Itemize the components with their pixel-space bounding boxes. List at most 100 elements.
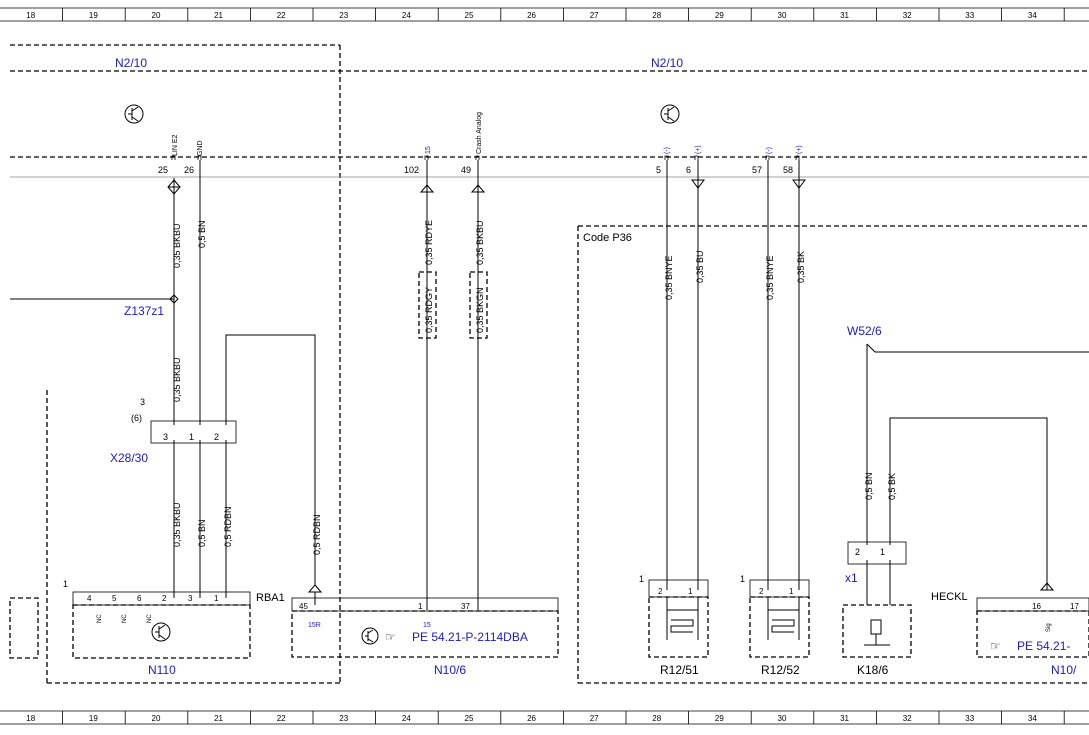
component-index: 1 (63, 579, 68, 589)
component-index: 1 (740, 574, 745, 584)
grid-column-label: 30 (778, 11, 787, 20)
grid-rulers (0, 7, 1089, 725)
grid-column-label: 33 (965, 11, 974, 20)
grid-column-label: 25 (465, 11, 474, 20)
connector-diamond-icon (167, 179, 323, 593)
grid-column-label: 18 (26, 714, 35, 723)
pin-sub: 15R (308, 622, 321, 629)
wires-middle (419, 160, 486, 610)
connector-x28-30[interactable] (150, 420, 237, 444)
component-label-r12-52[interactable]: R12/52 (761, 663, 800, 677)
wire-label: 0,35 BKBU (172, 502, 182, 547)
wires-right (666, 160, 1089, 605)
connector-label-x28-30[interactable]: X28/30 (110, 451, 148, 465)
grid-column-label: 21 (214, 11, 223, 20)
pin-nc: NC (122, 614, 128, 623)
heater-icon (666, 597, 699, 640)
component-label-n10-right[interactable]: N10/ (1051, 663, 1077, 677)
grid-column-label: 24 (402, 714, 411, 723)
code-label: Code P36 (583, 232, 632, 244)
component-n10-6[interactable] (291, 610, 559, 658)
pointing-hand-icon: ☞ (990, 639, 1001, 653)
module-boundary-n2-10 (10, 44, 1089, 684)
grid-column-label: 20 (152, 11, 161, 20)
connector-pin: 1 (189, 432, 194, 442)
component-label-n110[interactable]: N110 (148, 663, 176, 677)
component-index: 1 (639, 574, 644, 584)
connector-alt-count: (6) (131, 413, 142, 423)
component-label-r12-51[interactable]: R12/51 (660, 663, 699, 677)
wire-label: 0,5 BN (864, 472, 874, 500)
wire-label: 0,5 BK (887, 473, 897, 500)
connector-label-x1[interactable]: x1 (845, 571, 858, 585)
pin-label-15: 15 (425, 146, 432, 154)
pin: 5 (112, 594, 117, 603)
wire-sleeve (418, 271, 437, 339)
wires-left (10, 160, 316, 605)
component-n10-right[interactable] (976, 610, 1089, 658)
grid-column-label: 30 (778, 714, 787, 723)
reference-link[interactable]: PE 54.21-P-2114DBA (412, 630, 528, 644)
component-label-k18-6[interactable]: K18/6 (857, 663, 889, 677)
module-label-left[interactable]: N2/10 (115, 56, 147, 70)
wire-label: 0,35 BKBU (172, 223, 182, 268)
pin: 4 (87, 594, 92, 603)
component-n110[interactable] (72, 604, 251, 659)
grid-column-label: 26 (527, 714, 536, 723)
connector-pin: 2 (855, 547, 860, 557)
pin-nc: NC (147, 614, 153, 623)
heater-icon (767, 597, 800, 640)
connector-pin: 3 (163, 432, 168, 442)
grid-column-label: 25 (465, 714, 474, 723)
reference-link[interactable]: PE 54.21- (1017, 639, 1070, 653)
grid-column-label: 21 (214, 714, 223, 723)
connector-label-z137z1[interactable]: Z137z1 (124, 304, 164, 318)
grid-column-label: 31 (840, 11, 849, 20)
wire-label: 0,35 BNYE (765, 255, 775, 300)
pin: 45 (299, 602, 308, 611)
grid-column-label: 34 (1028, 11, 1037, 20)
component-r12-52[interactable] (749, 596, 810, 658)
module-label-right[interactable]: N2/10 (651, 56, 683, 70)
grid-column-label: 29 (715, 714, 724, 723)
grid-ruler-labels: 1818191920202121222223232424252526262727… (26, 8, 1065, 724)
grid-column-label: 22 (277, 11, 286, 20)
wire-label: 0,35 BKBU (475, 220, 485, 265)
connector-x1[interactable] (847, 541, 907, 565)
transistor-icon (660, 104, 680, 124)
pin-label-minus: (-) (664, 147, 671, 154)
pin-nc: NC (97, 614, 103, 623)
grid-column-label: 27 (590, 714, 599, 723)
wire-label: 0,35 RDGY (424, 287, 434, 333)
pin: 3 (188, 594, 193, 603)
pin-sig: Sig (1046, 623, 1052, 632)
connector-label-rba1: RBA1 (256, 592, 285, 604)
pin-label-minus: (-) (766, 147, 773, 154)
ground-label-w52-6[interactable]: W52/6 (847, 324, 882, 338)
grid-column-label: 28 (652, 714, 661, 723)
wire-label: 0,35 RDYE (424, 220, 434, 265)
component-k18-6[interactable] (842, 604, 912, 658)
component-label-n10-6[interactable]: N10/6 (434, 663, 466, 677)
wire-sleeve (469, 271, 488, 339)
wire-label: 0,5 BN (197, 519, 207, 547)
grid-column-label: 34 (1028, 714, 1037, 723)
grid-column-label: 26 (527, 11, 536, 20)
n10-6-header (291, 597, 559, 612)
pin-label-crash-analog: Crash Analog (476, 112, 483, 154)
grid-column-label: 24 (402, 11, 411, 20)
grid-column-label: 32 (903, 11, 912, 20)
pin: 16 (1032, 602, 1041, 611)
pin-number: 5 (656, 165, 661, 175)
transistor-icon (124, 104, 144, 124)
r12-52-header (749, 579, 810, 598)
pin-number: 6 (686, 165, 691, 175)
pin: 2 (759, 587, 764, 596)
pin-label-plus: (+) (796, 145, 803, 154)
component-r12-51[interactable] (648, 596, 709, 658)
pin-number: 25 (158, 165, 168, 175)
grid-column-label: 29 (715, 11, 724, 20)
pin: 17 (1070, 602, 1079, 611)
pin: 1 (214, 594, 219, 603)
